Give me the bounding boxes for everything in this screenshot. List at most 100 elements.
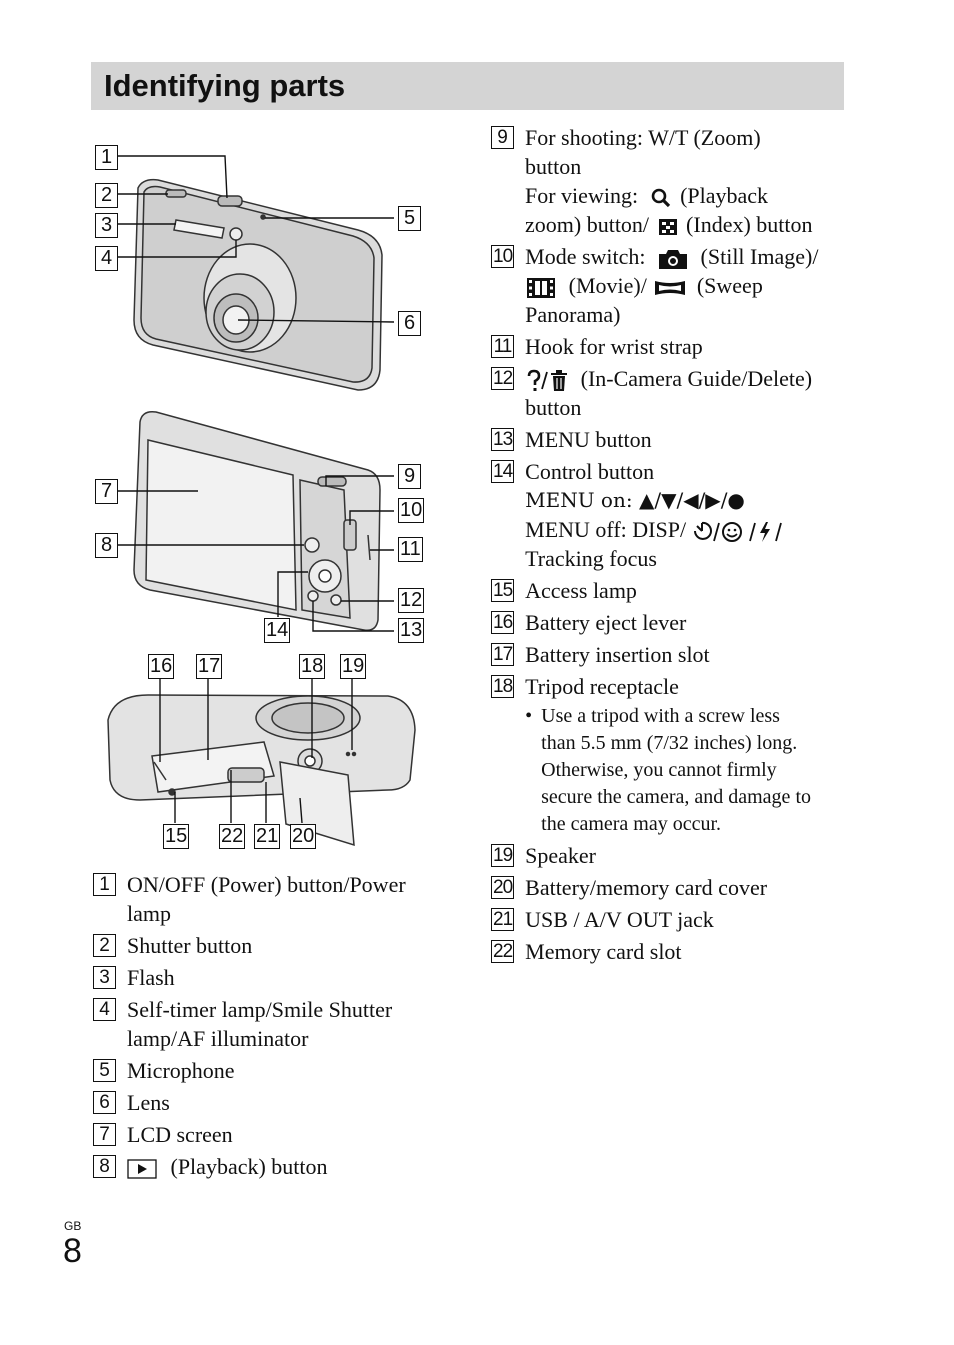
movie-icon: [527, 277, 556, 298]
callout-16: 16: [148, 654, 175, 679]
legend-item-20: 20 Battery/memory card cover: [491, 873, 851, 902]
legend-item-10: 10 Mode switch: (Still Image)/: [491, 242, 851, 329]
item-number: 18: [491, 675, 515, 698]
legend-item-21: 21 USB / A/V OUT jack: [491, 905, 851, 934]
item-text: Battery insertion slot: [525, 642, 710, 667]
item-text: Tripod receptacle: [525, 674, 679, 699]
item-text: zoom) button/: [525, 212, 650, 237]
index-icon: [658, 218, 677, 235]
tripod-note: • Use a tripod with a screw less than 5.…: [525, 703, 851, 838]
callout-18: 18: [299, 654, 326, 679]
callout-2: 2: [95, 183, 118, 208]
callout-22: 22: [219, 824, 246, 849]
camera-bottom-view: [107, 694, 416, 847]
leader-lines: [118, 155, 395, 824]
callout-19: 19: [340, 654, 367, 679]
guide-delete-icon: [527, 369, 568, 391]
item-text: Access lamp: [525, 578, 637, 603]
legend-item-15: 15 Access lamp: [491, 576, 851, 605]
item-text: For viewing:: [525, 183, 639, 208]
item-text: lamp/AF illuminator: [127, 1026, 309, 1051]
page-title: Identifying parts: [104, 68, 346, 103]
item-text: (Playback) button: [170, 1154, 328, 1179]
legend-item-8: 8 (Playback) button: [93, 1152, 453, 1181]
callout-13: 13: [398, 618, 425, 643]
item-text: Battery/memory card cover: [525, 875, 768, 900]
callout-3: 3: [95, 213, 118, 238]
item-text: button: [525, 395, 582, 420]
note-text: than 5.5 mm (7/32 inches) long.: [541, 732, 798, 754]
item-text: Self-timer lamp/Smile Shutter: [127, 997, 393, 1022]
callout-15: 15: [163, 824, 190, 849]
item-text: MENU button: [525, 427, 652, 452]
item-text: ON/OFF (Power) button/Power: [127, 872, 406, 897]
item-text: Battery eject lever: [525, 610, 687, 635]
item-number: 15: [491, 579, 515, 602]
item-text: For shooting: W/T (Zoom): [525, 125, 761, 150]
callout-1: 1: [95, 145, 118, 170]
legend-item-1: 1 ON/OFF (Power) button/Power lamp: [93, 870, 453, 928]
disp-mode-icons: [693, 521, 782, 542]
item-number: 11: [491, 335, 514, 358]
note-text: secure the camera, and damage to: [541, 786, 811, 808]
item-number: 14: [491, 460, 515, 483]
callout-9: 9: [398, 464, 421, 489]
item-number: 7: [93, 1123, 116, 1146]
item-text: MENU off: DISP/: [525, 517, 687, 542]
legend-right: 9 For shooting: W/T (Zoom) button For vi…: [491, 123, 851, 969]
item-number: 9: [491, 126, 514, 149]
item-text: Microphone: [127, 1058, 235, 1083]
callout-10: 10: [398, 498, 425, 523]
legend-item-9: 9 For shooting: W/T (Zoom) button For vi…: [491, 123, 851, 239]
note-text: Otherwise, you cannot firmly: [541, 759, 777, 781]
legend-item-7: 7 LCD screen: [93, 1120, 453, 1149]
legend-item-18: 18 Tripod receptacle • Use a tripod with…: [491, 672, 851, 838]
legend-item-14: 14 Control button MENU on: ▲/▼/◀/▶/● MEN…: [491, 457, 851, 573]
item-number: 20: [491, 876, 515, 899]
callout-6: 6: [398, 311, 421, 336]
item-number: 16: [491, 611, 515, 634]
item-text: Tracking focus: [525, 546, 657, 571]
item-text: MENU on: ▲/▼/◀/▶/●: [525, 488, 745, 512]
item-text: Lens: [127, 1090, 170, 1115]
legend-item-5: 5 Microphone: [93, 1056, 453, 1085]
item-number: 6: [93, 1091, 116, 1114]
item-number: 5: [93, 1059, 116, 1082]
item-text: (Sweep: [696, 273, 763, 298]
item-number: 1: [93, 873, 116, 896]
legend-item-19: 19 Speaker: [491, 841, 851, 870]
callout-20: 20: [290, 824, 317, 849]
legend-item-17: 17 Battery insertion slot: [491, 640, 851, 669]
item-text: (Movie)/: [568, 273, 647, 298]
callout-21: 21: [254, 824, 281, 849]
camera-illustrations: [107, 155, 416, 847]
legend-item-11: 11 Hook for wrist strap: [491, 332, 851, 361]
flash-icon: [759, 521, 770, 542]
legend-item-13: 13 MENU button: [491, 425, 851, 454]
item-text: (Playback: [680, 183, 769, 208]
camera-front-view: [133, 178, 383, 391]
playback-icon: [127, 1159, 157, 1179]
callout-8: 8: [95, 533, 118, 558]
callout-17: 17: [196, 654, 223, 679]
item-text: USB / A/V OUT jack: [525, 907, 714, 932]
camera-diagram: 1 2 3 4 5 6 7 8 9 10 11 12 13 14 16 17 1…: [88, 140, 438, 865]
item-number: 17: [491, 643, 515, 666]
page-number: 8: [63, 1232, 82, 1270]
item-text: Hook for wrist strap: [525, 334, 703, 359]
legend-left: 1 ON/OFF (Power) button/Power lamp 2 Shu…: [93, 870, 453, 1184]
camera-icon: [659, 249, 688, 269]
item-text: Shutter button: [127, 933, 253, 958]
legend-item-4: 4 Self-timer lamp/Smile Shutter lamp/AF …: [93, 995, 453, 1053]
item-number: 12: [491, 367, 515, 390]
callout-4: 4: [95, 246, 118, 271]
note-text: Use a tripod with a screw less: [541, 705, 780, 727]
item-number: 21: [491, 908, 515, 931]
language-code: GB: [64, 1219, 82, 1233]
legend-item-2: 2 Shutter button: [93, 931, 453, 960]
item-text: Flash: [127, 965, 175, 990]
item-text: Speaker: [525, 843, 596, 868]
legend-item-6: 6 Lens: [93, 1088, 453, 1117]
callout-11: 11: [398, 537, 423, 562]
item-number: 4: [93, 998, 116, 1021]
